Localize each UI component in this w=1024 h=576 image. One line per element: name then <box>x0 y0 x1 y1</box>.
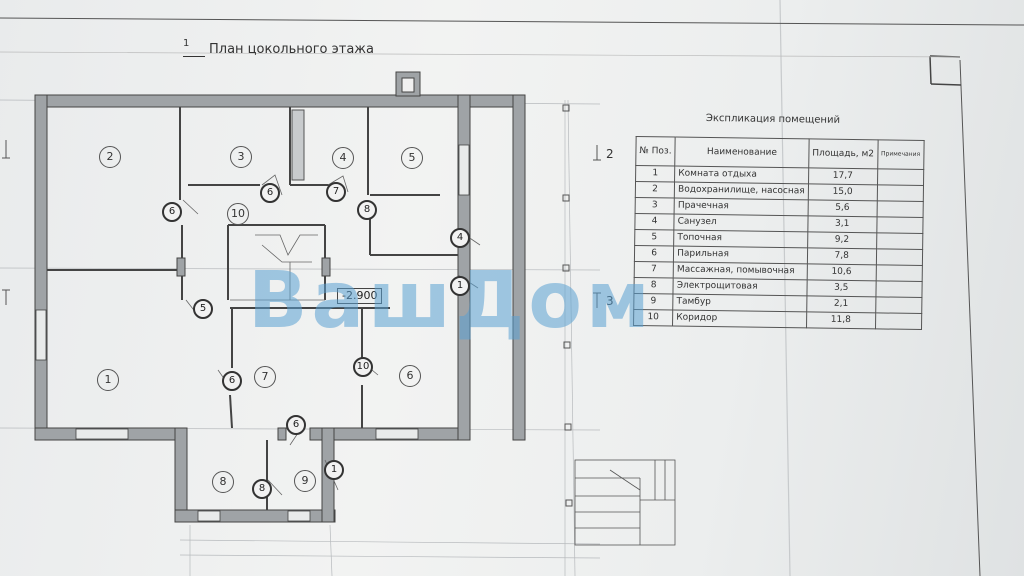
row-num: 4 <box>634 213 675 231</box>
row-name: Комната отдыха <box>674 166 809 184</box>
row-note <box>875 296 922 314</box>
row-name: Санузел <box>674 214 808 232</box>
drawing-sheet-number: 1 <box>183 38 190 49</box>
door-marker-10: 10 <box>353 357 373 377</box>
section-arrows <box>2 140 601 308</box>
row-note <box>876 232 923 250</box>
row-area: 3,5 <box>806 279 876 297</box>
door-marker-1: 1 <box>450 276 470 296</box>
room-number-5: 5 <box>401 147 423 169</box>
sheet-frame-top <box>0 17 1024 26</box>
door-marker-5: 5 <box>193 299 213 319</box>
door-marker-6: 6 <box>222 371 242 391</box>
row-name: Электрощитовая <box>673 278 807 296</box>
columns <box>176 257 331 441</box>
row-name: Массажная, помывочная <box>673 262 808 280</box>
row-area: 5,6 <box>807 199 877 217</box>
inner-walls <box>47 107 458 510</box>
row-area: 2,1 <box>806 295 876 313</box>
staircase-detail <box>574 459 676 546</box>
grid-ticks <box>562 104 573 507</box>
door-marker-4: 4 <box>450 228 470 248</box>
table-header-row: № Поз. Наименование Площадь, м2 Примечан… <box>635 136 924 170</box>
room-number-6: 6 <box>399 365 421 387</box>
watermark-logo: ВашДом <box>248 256 654 346</box>
title-underline <box>183 56 205 57</box>
header-note: Примечания <box>877 139 924 170</box>
row-note <box>875 248 923 266</box>
door-marker-6: 6 <box>162 202 182 222</box>
explication-grid: № Поз. Наименование Площадь, м2 Примечан… <box>633 136 924 330</box>
windows <box>35 144 470 522</box>
row-note <box>876 200 923 218</box>
door-marker-1: 1 <box>324 460 344 480</box>
row-area: 3,1 <box>807 215 877 233</box>
room-number-9: 9 <box>294 470 316 492</box>
level-mark: -2.900 <box>337 288 383 304</box>
row-note <box>875 312 922 330</box>
row-name: Прачечная <box>674 198 809 216</box>
row-name: Парильная <box>673 246 808 264</box>
row-area: 15,0 <box>808 183 878 201</box>
sheet-frame-right <box>959 59 981 576</box>
explication-caption: Экспликация помещений <box>705 112 841 126</box>
header-name: Наименование <box>674 137 809 168</box>
room-number-2: 2 <box>99 146 121 168</box>
plan-stair <box>230 234 325 301</box>
room-number-3: 3 <box>230 146 252 168</box>
door-marker-8: 8 <box>357 200 377 220</box>
row-area: 7,8 <box>807 247 877 265</box>
row-num: 1 <box>635 165 675 183</box>
row-area: 11,8 <box>806 311 876 329</box>
row-name: Водохранилище, насосная <box>674 182 809 200</box>
door-marker-7: 7 <box>326 182 346 202</box>
header-area: Площадь, м2 <box>808 138 878 169</box>
row-note <box>875 264 923 282</box>
row-name: Топочная <box>673 230 808 248</box>
room-number-1: 1 <box>97 369 119 391</box>
drawing-title: План цокольного этажа <box>209 42 374 57</box>
room-number-8: 8 <box>212 471 234 493</box>
row-note <box>875 280 922 298</box>
paper-fold <box>779 0 791 576</box>
row-num: 5 <box>634 229 675 247</box>
grid-lines <box>0 99 601 576</box>
row-name: Коридор <box>672 310 807 328</box>
shaft <box>291 109 305 181</box>
row-num: 2 <box>635 181 675 199</box>
row-num: 3 <box>635 197 675 215</box>
room-number-4: 4 <box>332 147 354 169</box>
axis-label-3: 3 <box>606 294 614 308</box>
axis-label-2: 2 <box>606 147 614 161</box>
row-area: 10,6 <box>806 263 876 281</box>
row-note <box>877 168 924 186</box>
room-number-10: 10 <box>227 203 249 225</box>
row-name: Тамбур <box>672 294 807 312</box>
row-note <box>876 184 924 202</box>
row-note <box>876 216 923 234</box>
row-area: 9,2 <box>807 231 877 249</box>
room-number-7: 7 <box>254 366 276 388</box>
row-area: 17,7 <box>808 167 878 185</box>
header-num: № Поз. <box>635 136 676 167</box>
door-marker-8: 8 <box>252 479 272 499</box>
door-marker-6: 6 <box>286 415 306 435</box>
door-marker-6: 6 <box>260 183 280 203</box>
